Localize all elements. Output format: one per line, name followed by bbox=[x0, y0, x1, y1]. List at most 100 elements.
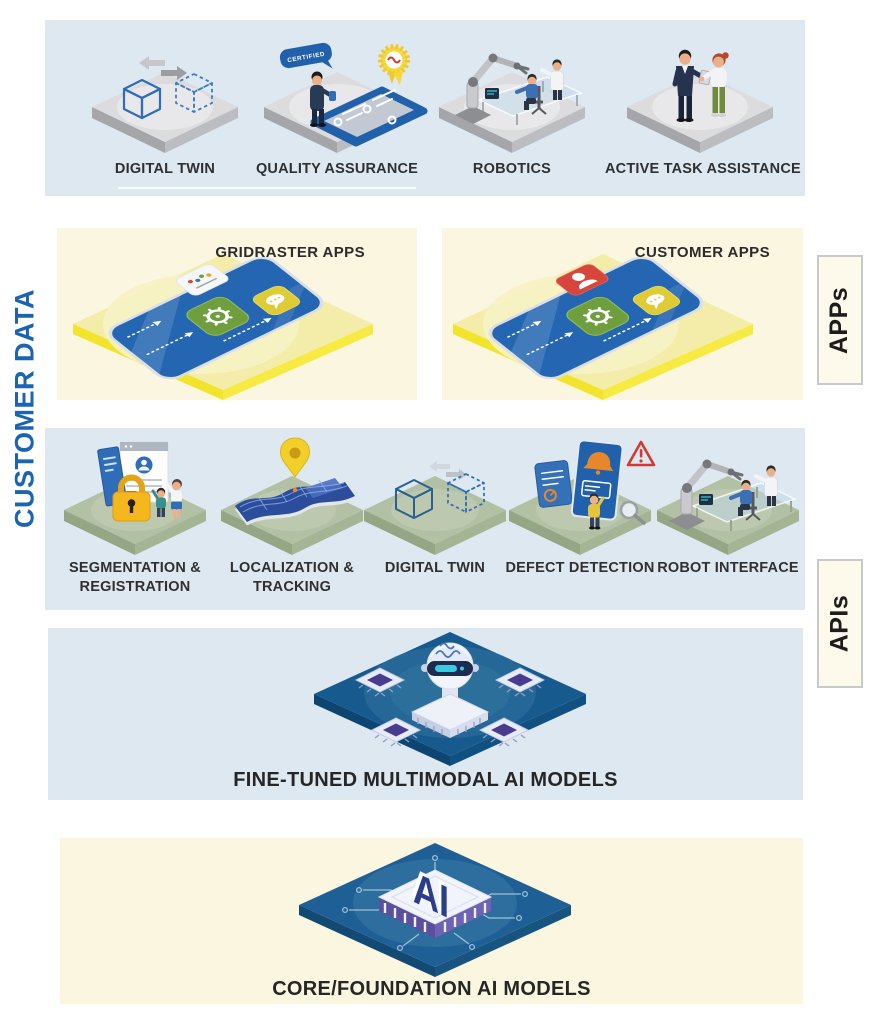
tile-robotics: ROBOTICS bbox=[417, 20, 607, 196]
api-layer-band: SEGMENTATION & REGISTRATION bbox=[45, 428, 805, 610]
map-location-pin-icon bbox=[221, 437, 363, 555]
tile-segmentation-registration: SEGMENTATION & REGISTRATION bbox=[50, 428, 220, 610]
ai-processor-chip: AI AI bbox=[377, 857, 493, 938]
gray-platform bbox=[627, 72, 773, 153]
tile-active-task-assistance: ACTIVE TASK ASSISTANCE bbox=[605, 20, 801, 196]
woman-listening bbox=[699, 52, 729, 117]
solid-cube bbox=[395, 479, 433, 519]
foundation-models-label: CORE/FOUNDATION AI MODELS bbox=[272, 978, 591, 1000]
solid-cube bbox=[122, 78, 162, 120]
control-screen bbox=[485, 88, 499, 99]
magnifier-icon bbox=[619, 500, 646, 525]
sync-arrows-icon bbox=[139, 56, 187, 80]
gridraster-logo-tile bbox=[175, 264, 229, 296]
ai-chip bbox=[478, 717, 530, 747]
tile-defect-detection: DEFECT DETECTION bbox=[495, 428, 665, 610]
tile-digital-twin-api: DIGITAL TWIN bbox=[350, 428, 520, 610]
apps-side-label: APPs bbox=[825, 286, 854, 354]
robot-workcell bbox=[669, 459, 798, 531]
seated-operator bbox=[515, 73, 547, 115]
tile-label: ACTIVE TASK ASSISTANCE bbox=[605, 161, 801, 177]
apis-side-label: APIs bbox=[825, 594, 854, 653]
tile-label: QUALITY ASSURANCE bbox=[255, 161, 419, 177]
tile-label: DIGITAL TWIN bbox=[384, 560, 486, 576]
award-rosette-icon bbox=[378, 44, 410, 85]
secure-documents-lock-icon bbox=[64, 441, 206, 555]
pedestal-chip bbox=[410, 686, 490, 738]
gear-app-tile bbox=[566, 296, 630, 336]
smartphone-app-tiles-icon bbox=[73, 254, 373, 400]
tile-label: SEGMENTATION & REGISTRATION bbox=[69, 560, 201, 595]
location-pin-icon bbox=[279, 437, 311, 493]
robot-workcell bbox=[455, 53, 584, 125]
dashed-flow-arrows bbox=[507, 318, 650, 355]
divider-line bbox=[118, 187, 416, 189]
ai-chip-circuit-icon: AI AI bbox=[299, 843, 571, 977]
ai-chip bbox=[354, 667, 406, 697]
tile-label: ROBOTICS bbox=[472, 161, 552, 177]
profile-document bbox=[119, 441, 169, 503]
user-app-tile bbox=[555, 264, 609, 296]
small-people bbox=[151, 479, 182, 518]
robot-arm-icon bbox=[669, 459, 744, 530]
ai-chip bbox=[494, 667, 546, 697]
defect-screens-alert-icon bbox=[509, 439, 656, 555]
finetuned-models-band: FINE-TUNED MULTIMODAL AI MODELS bbox=[48, 628, 803, 800]
digital-twin-cubes-icon bbox=[92, 56, 238, 153]
tile-label: DEFECT DETECTION bbox=[505, 560, 655, 576]
tile-label: LOCALIZATION & TRACKING bbox=[229, 560, 355, 595]
qa-tablet-certified-icon: CERTIFIED bbox=[264, 42, 428, 153]
checklist-tablet bbox=[310, 86, 428, 147]
dashed-flow-arrows bbox=[127, 318, 270, 355]
dashed-cube bbox=[447, 473, 485, 513]
alert-screen bbox=[570, 439, 624, 521]
padlock-icon bbox=[112, 474, 151, 522]
application-layer-band: DIGITAL TWIN bbox=[45, 20, 805, 196]
arrowheads bbox=[152, 317, 272, 338]
folded-map bbox=[235, 478, 355, 526]
robot-arm-icon bbox=[455, 53, 530, 124]
smartphone bbox=[108, 256, 324, 380]
gear-app-tile bbox=[186, 296, 250, 336]
foundation-models-band: AI AI CORE/FOUNDATION AI MODELS bbox=[60, 838, 803, 1004]
inspector-person bbox=[588, 493, 605, 530]
bell-icon bbox=[583, 452, 614, 472]
tile-label: ROBOT INTERFACE bbox=[657, 560, 799, 576]
customer-apps-panel: CUSTOMER APPS bbox=[442, 228, 803, 400]
apis-side-label-box: APIs bbox=[817, 559, 863, 688]
people-assisting-icon bbox=[627, 49, 773, 153]
tile-localization-tracking: LOCALIZATION & TRACKING bbox=[207, 428, 377, 610]
robot-head-on-chips-icon bbox=[314, 632, 586, 766]
certified-speech-bubble: CERTIFIED bbox=[279, 42, 333, 69]
robot-arm-workcell-icon bbox=[439, 53, 585, 153]
apps-side-label-box: APPs bbox=[817, 255, 863, 385]
standing-technician bbox=[754, 465, 778, 506]
chat-app-tile bbox=[632, 285, 680, 316]
customer-data-label: CUSTOMER DATA bbox=[9, 289, 40, 528]
tile-label: DIGITAL TWIN bbox=[114, 161, 216, 177]
smartphone-app-tiles-icon bbox=[453, 254, 753, 400]
standing-technician bbox=[540, 59, 564, 100]
digital-twin-cubes-icon bbox=[364, 461, 506, 555]
smartphone bbox=[488, 256, 704, 380]
gridraster-apps-panel: GRIDRASTER APPS bbox=[57, 228, 417, 400]
chat-app-tile bbox=[252, 285, 300, 316]
arrowheads bbox=[532, 317, 652, 338]
tile-robot-interface: ROBOT INTERFACE bbox=[643, 428, 813, 610]
finetuned-models-label: FINE-TUNED MULTIMODAL AI MODELS bbox=[233, 769, 618, 791]
warning-triangle-icon bbox=[626, 440, 656, 467]
dashed-cube bbox=[175, 73, 213, 113]
seated-operator bbox=[729, 479, 761, 521]
metrics-panel bbox=[534, 460, 573, 508]
tile-quality-assurance: CERTIFIED QUALITY ASSURANCE bbox=[242, 20, 432, 196]
robot-head-icon bbox=[421, 642, 479, 690]
ai-chip bbox=[370, 717, 422, 747]
customer-apps-label: CUSTOMER APPS bbox=[634, 244, 770, 261]
tile-digital-twin: DIGITAL TWIN bbox=[70, 20, 260, 196]
control-screen bbox=[699, 494, 713, 505]
inspector-person bbox=[310, 71, 336, 127]
robot-arm-workcell-icon bbox=[657, 459, 799, 555]
sync-arrows-icon bbox=[429, 461, 467, 480]
gridraster-apps-label: GRIDRASTER APPS bbox=[215, 244, 365, 261]
